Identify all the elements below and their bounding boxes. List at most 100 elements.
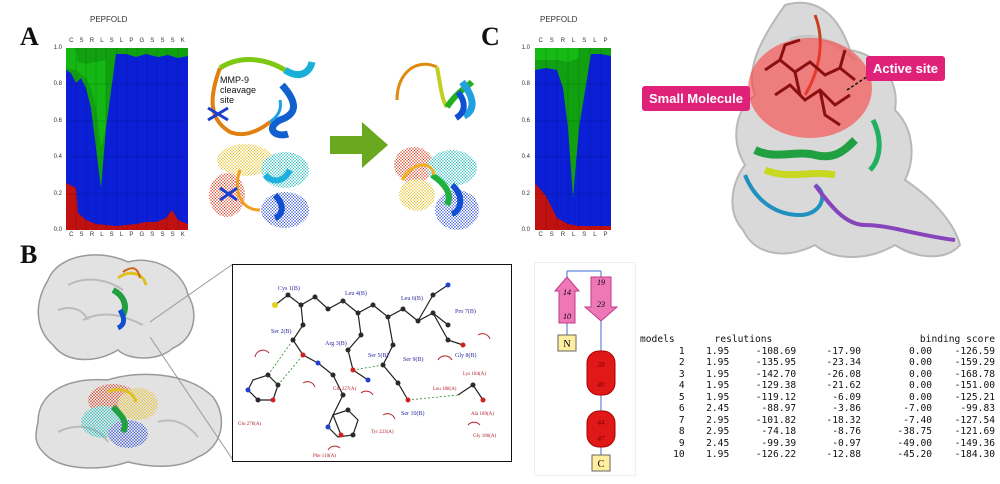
pepfold-c-top-residue: P xyxy=(603,38,608,44)
pepfold-a-bot-residue: S xyxy=(170,232,175,238)
res-label-3: Pro 7(B) xyxy=(455,308,476,315)
table-cell: 1 xyxy=(678,345,685,357)
pepfold-a-bot-residue: R xyxy=(89,232,95,238)
pepfold-a-top-residue: R xyxy=(89,38,95,44)
panel-label-b: B xyxy=(20,240,38,269)
helix1-start: 38 xyxy=(597,361,606,369)
pepfold-a-bot-residue: L xyxy=(100,232,104,238)
table-cell: -45.20 xyxy=(897,449,933,460)
table-cell: 2.95 xyxy=(706,414,730,426)
res-label-4: Ser 2(B) xyxy=(271,328,292,335)
pepfold-a-bot-residue: S xyxy=(160,232,165,238)
header-models: models xyxy=(640,334,675,345)
docking-complex-image xyxy=(615,0,1000,268)
table-cell: 1.95 xyxy=(706,368,730,380)
table-cell: 10 xyxy=(673,449,685,460)
transition-arrow xyxy=(330,122,388,168)
transition-arrow-icon xyxy=(330,122,388,168)
peptide-mesh-cleaved-svg xyxy=(394,147,479,230)
pepfold-a-top-residue: P xyxy=(129,38,134,44)
surface-complex-top xyxy=(28,250,203,370)
pepfold-c-top-residue: L xyxy=(571,38,576,44)
zoom-lines-svg xyxy=(149,263,234,461)
pepfold-a-bot-residue: P xyxy=(129,232,134,238)
table-cell: -99.39 xyxy=(761,437,797,449)
pepfold-c-ytick: 0.0 xyxy=(521,227,530,233)
table-cell: -168.78 xyxy=(954,368,995,380)
table-cell: 6 xyxy=(678,403,685,414)
interaction-diagram-svg: Cys 1(B) Leu 4(B) Leu 6(B) Pro 7(B) Ser … xyxy=(238,282,497,459)
pepfold-a-bot-residue: S xyxy=(79,232,84,238)
table-cell: -125.21 xyxy=(954,391,995,403)
pepfold-c-ytick: 0.2 xyxy=(521,190,530,197)
panel-label-c: C xyxy=(481,22,500,51)
strand2-end: 23 xyxy=(597,300,605,309)
table-cell: -23.34 xyxy=(826,357,862,368)
table-cell: -8.76 xyxy=(832,426,862,437)
table-cell: -151.00 xyxy=(954,380,995,391)
peptide-ribbon-a xyxy=(200,50,318,150)
res-label-0: Cys 1(B) xyxy=(278,285,300,292)
pepfold-c-bot-residue: C xyxy=(538,232,543,238)
table-cell: 8 xyxy=(678,426,685,437)
res-label-9: Ser 10(B) xyxy=(401,410,425,417)
table-cell: -184.30 xyxy=(954,449,995,460)
res-label-6: Ser 5(B) xyxy=(368,352,389,359)
pepfold-c-top-residue: S xyxy=(549,38,554,44)
pepfold-c-top-residue: L xyxy=(593,38,597,44)
table-cell: 7 xyxy=(678,414,685,426)
surface-complex-top-svg xyxy=(37,254,195,361)
strand-up xyxy=(553,276,581,324)
surface-complex-bottom xyxy=(28,362,228,472)
pepfold-c-bot-residue: S xyxy=(582,232,587,238)
peptide-ribbon-a-svg xyxy=(207,57,316,139)
table-cell: -17.90 xyxy=(826,345,862,357)
table-cell: 1.95 xyxy=(706,380,730,391)
pepfold-c-grid xyxy=(535,48,611,230)
pepfold-c-top-residue: S xyxy=(582,38,587,44)
pepfold-c-ytick: 0.4 xyxy=(521,154,530,161)
pepfold-c-svg xyxy=(535,48,611,230)
table-cell: -126.22 xyxy=(755,449,797,460)
table-cell: 4 xyxy=(678,380,685,391)
helix2-end: 47 xyxy=(598,435,606,443)
peptide-mesh-a-svg xyxy=(209,144,309,228)
table-cell: -3.86 xyxy=(832,403,862,414)
zoom-lines xyxy=(149,262,235,462)
topology-diagram: N C 14 10 19 23 38 40 44 47 xyxy=(534,262,636,476)
pepfold-a-svg xyxy=(66,48,188,230)
c-label: C xyxy=(598,459,605,470)
helix-1 xyxy=(586,350,616,396)
pepfold-a-bot-residue: G xyxy=(139,232,145,238)
table-cell: 0.00 xyxy=(908,380,933,391)
header-binding-score: binding score xyxy=(919,334,995,345)
strand2-start: 19 xyxy=(597,278,605,287)
hyd-label-1: Lys 184(A) xyxy=(463,372,486,377)
pepfold-a-ytick: 0.0 xyxy=(53,227,62,233)
table-cell: -108.69 xyxy=(755,345,797,357)
table-cell: 5 xyxy=(678,391,685,403)
table-cell: -74.18 xyxy=(761,426,797,437)
c-terminus-box xyxy=(591,454,611,472)
strand-down xyxy=(583,276,619,322)
topology-svg: N C 14 10 19 23 38 40 44 47 xyxy=(553,270,619,472)
pepfold-c-bot-residue: P xyxy=(603,232,608,238)
pepfold-c-bot-residue: R xyxy=(560,232,566,238)
pepfold-a-ytick: 1.0 xyxy=(53,45,62,51)
pepfold-a-ytick: 0.8 xyxy=(53,81,62,88)
table-cell: -49.00 xyxy=(897,437,933,449)
table-cell: -127.54 xyxy=(954,414,995,426)
table-cell: -18.32 xyxy=(826,414,862,426)
pepfold-a-bot-residue: K xyxy=(180,232,185,238)
table-cell: -7.40 xyxy=(903,414,933,426)
table-cell: -129.38 xyxy=(755,380,797,391)
hyd-label-2: Ala 189(A) xyxy=(471,412,494,417)
table-cell: 3 xyxy=(678,368,685,380)
table-cell: 1.95 xyxy=(706,449,730,460)
